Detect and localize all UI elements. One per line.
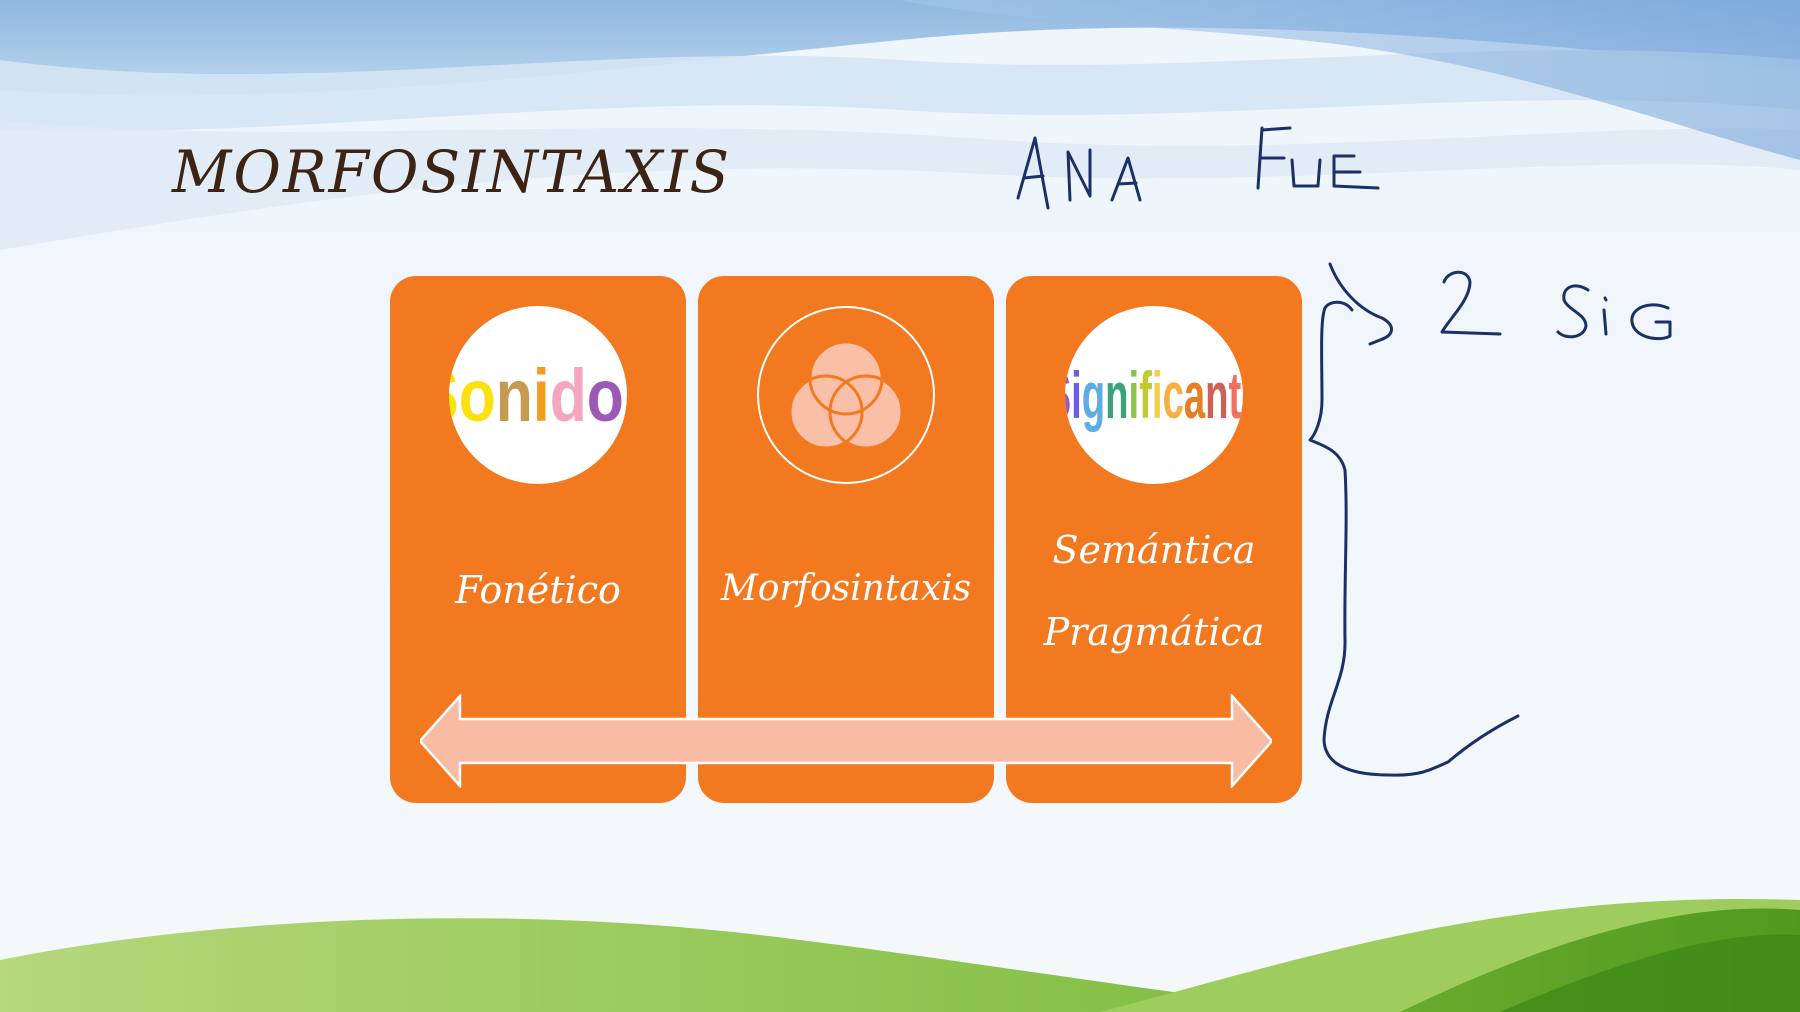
wordart-letter: g [1081, 358, 1106, 432]
wordart-letter: i [1071, 358, 1082, 432]
panel-morfosintaxis: Morfosintaxis [698, 276, 994, 803]
panel-label-semantica: Semántica [1052, 528, 1256, 572]
wordart-letter: S [449, 353, 459, 438]
panel-semantica-pragmatica: Significante Semántica Pragmática [1006, 276, 1302, 803]
significante-wordart: Significante [1065, 357, 1243, 433]
sonidos-wordart: Sonidos [449, 353, 627, 438]
panel-label-morfosintaxis: Morfosintaxis [720, 568, 972, 609]
wordart-letter: n [1205, 358, 1229, 432]
double-arrow-icon [420, 694, 1272, 788]
wordart-letter: n [495, 353, 533, 437]
significante-wordart-icon: Significante [1065, 306, 1243, 484]
venn-circles-icon [757, 306, 935, 484]
panel-label-fonetico: Fonético [455, 568, 621, 612]
wordart-letter: f [1139, 358, 1152, 432]
sonidos-wordart-icon: Sonidos [449, 306, 627, 484]
wordart-letter: d [549, 353, 587, 437]
wordart-letter: i [1151, 358, 1163, 432]
slide-title: MORFOSINTAXIS [172, 138, 732, 206]
handwriting-bracket [1308, 262, 1520, 777]
panel-label-pragmatica: Pragmática [1043, 610, 1265, 654]
wordart-letter: e [1241, 357, 1243, 433]
panel-fonetico: Sonidos Fonético [390, 276, 686, 803]
wordart-letter: o [586, 353, 624, 437]
wordart-letter: t [1228, 358, 1242, 432]
wordart-letter: a [1183, 358, 1206, 432]
wordart-letter: c [1162, 358, 1184, 432]
handwriting-ana-fue [1016, 126, 1380, 210]
wordart-letter: i [532, 353, 550, 437]
wordart-letter: n [1105, 358, 1129, 432]
wordart-letter: S [1065, 357, 1071, 433]
wordart-letter: s [624, 353, 627, 438]
wordart-letter: o [458, 353, 496, 437]
wordart-letter: i [1128, 358, 1140, 432]
handwriting-2-sig [1440, 270, 1672, 341]
